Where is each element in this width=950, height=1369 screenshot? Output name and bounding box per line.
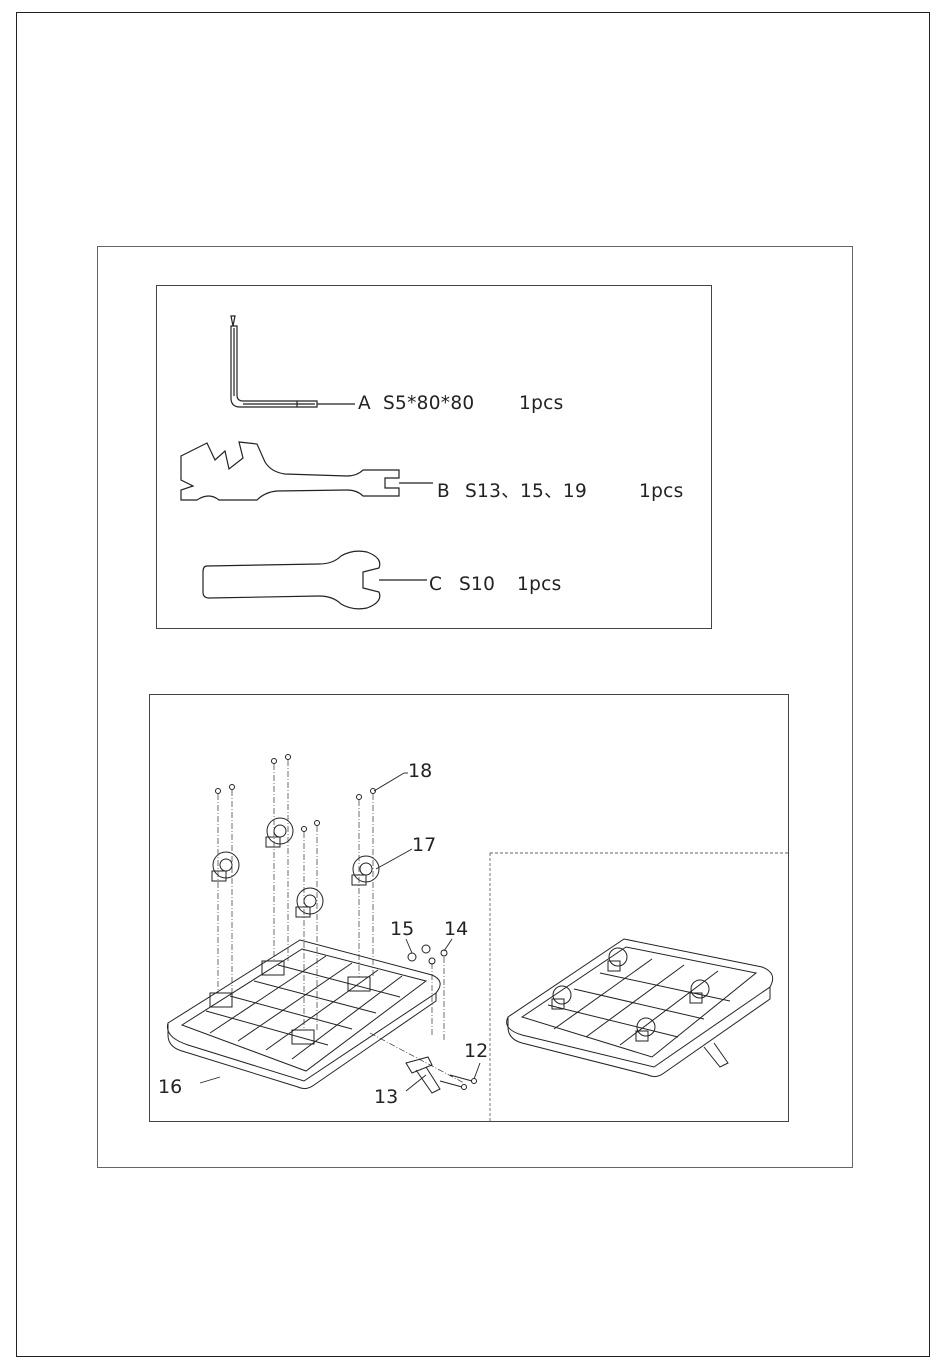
- part-label-12: 12: [464, 1040, 488, 1062]
- tool-b-qty: 1pcs: [639, 481, 684, 502]
- caster-wheel-part-17: [212, 852, 239, 881]
- assembled-view-frame: [490, 853, 789, 1122]
- nut-part-15: [408, 945, 430, 961]
- tool-a-spec: S5*80*80: [383, 393, 475, 414]
- caster-wheel-part-17: [296, 888, 323, 917]
- assembly-panel: 18 17 15 14 12 13 16: [149, 694, 789, 1122]
- part-label-14: 14: [444, 918, 468, 940]
- base-tray-part-16: [167, 940, 440, 1089]
- caster-wheel-part-17: [266, 818, 293, 847]
- tool-b-letter: B: [437, 481, 450, 502]
- part-label-13: 13: [374, 1086, 398, 1108]
- part-label-15: 15: [390, 918, 414, 940]
- part-label-17: 17: [412, 834, 436, 856]
- tool-a-letter: A: [358, 393, 371, 414]
- bolt-part-18: [216, 755, 376, 832]
- assembled-caster-icon: [552, 986, 571, 1009]
- tool-b-spec: S13、15、19: [465, 481, 587, 502]
- part-label-18: 18: [408, 760, 432, 782]
- tool-a-qty: 1pcs: [519, 393, 564, 414]
- tool-c-spec: S10: [459, 574, 495, 595]
- label-leaders: [200, 773, 480, 1091]
- tray-bracket: [262, 961, 284, 975]
- open-end-wrench-icon: [203, 551, 427, 609]
- assembled-caster-icon: [690, 980, 709, 1003]
- assembly-drawing: 18 17 15 14 12 13 16: [150, 695, 789, 1122]
- assembled-caster-icon: [608, 948, 627, 971]
- exploded-view: [167, 755, 480, 1094]
- tray-bracket: [292, 1030, 314, 1044]
- assembly-guide-lines: [218, 760, 464, 1083]
- multi-wrench-icon: [181, 442, 433, 500]
- hex-key-icon: [231, 316, 355, 407]
- assembled-handle-icon: [704, 1043, 728, 1067]
- tools-drawing: A S5*80*80 1pcs B S13、15、19 1pcs C S10 1…: [157, 286, 712, 629]
- tool-c-letter: C: [429, 574, 442, 595]
- tools-panel: A S5*80*80 1pcs B S13、15、19 1pcs C S10 1…: [156, 285, 712, 629]
- caster-wheel-part-17: [352, 856, 379, 885]
- part-label-16: 16: [158, 1076, 182, 1098]
- tool-c-qty: 1pcs: [517, 574, 562, 595]
- bolt-part-12: [440, 1075, 477, 1090]
- handle-part-13: [406, 1057, 440, 1093]
- assembled-view: [507, 939, 773, 1077]
